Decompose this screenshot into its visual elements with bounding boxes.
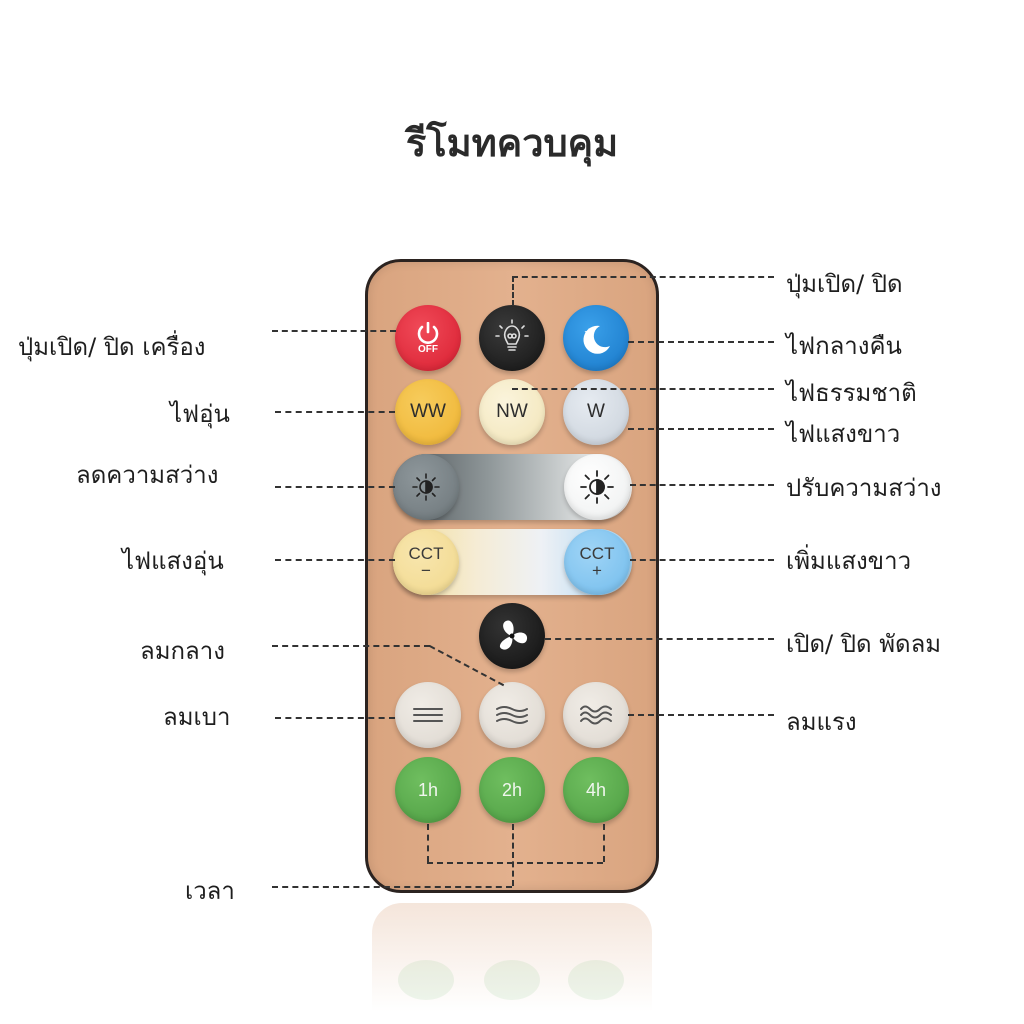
label-device-on-off: ปุ่มเปิด/ ปิด เครื่อง bbox=[18, 333, 206, 361]
callout-line bbox=[275, 559, 395, 561]
label-timer: เวลา bbox=[185, 877, 235, 905]
callout-line bbox=[630, 484, 774, 486]
night-light-button[interactable] bbox=[563, 305, 629, 371]
callout-line bbox=[272, 330, 396, 332]
label-wind-high: ลมแรง bbox=[786, 708, 857, 736]
cct-plus-label: CCT bbox=[579, 544, 615, 563]
callout-line bbox=[512, 388, 774, 390]
callout-line bbox=[628, 341, 774, 343]
cct-plus-button[interactable]: CCT + bbox=[564, 529, 630, 595]
timer-4h-button[interactable]: 4h bbox=[563, 757, 629, 823]
light-toggle-button[interactable] bbox=[479, 305, 545, 371]
dim-button[interactable] bbox=[393, 454, 459, 520]
callout-line bbox=[427, 862, 603, 864]
label-dim: ลดความสว่าง bbox=[76, 461, 219, 489]
cct-minus-label: CCT bbox=[408, 544, 444, 563]
timer-2h-button[interactable]: 2h bbox=[479, 757, 545, 823]
fan-button[interactable] bbox=[479, 603, 545, 669]
warm-white-button[interactable]: WW bbox=[395, 379, 461, 445]
brighten-button[interactable] bbox=[564, 454, 630, 520]
wind-high-icon bbox=[580, 705, 612, 725]
timer-4h-label: 4h bbox=[585, 779, 607, 800]
reflection-dot bbox=[568, 960, 624, 1000]
cct-minus-button[interactable]: CCT − bbox=[393, 529, 459, 595]
remote-reflection bbox=[372, 903, 652, 1024]
callout-line bbox=[512, 824, 514, 886]
label-fan-on-off: เปิด/ ปิด พัดลม bbox=[786, 630, 942, 658]
power-button-label: OFF bbox=[418, 343, 438, 355]
page-title: รีโมทควบคุม bbox=[405, 121, 619, 165]
wind-mid-icon bbox=[496, 706, 528, 724]
label-light-on-off: ปุ่มเปิด/ ปิด bbox=[786, 270, 903, 298]
label-night-light: ไฟกลางคืน bbox=[786, 332, 902, 360]
callout-line bbox=[512, 276, 774, 278]
power-button[interactable]: OFF bbox=[395, 305, 461, 371]
label-more-white: เพิ่มแสงขาว bbox=[786, 547, 912, 575]
callout-line bbox=[545, 638, 774, 640]
reflection-dot bbox=[484, 960, 540, 1000]
label-wind-mid: ลมกลาง bbox=[140, 637, 225, 665]
power-icon bbox=[417, 321, 439, 344]
wind-mid-button[interactable] bbox=[479, 682, 545, 748]
label-warm-light: ไฟอุ่น bbox=[170, 400, 230, 428]
label-white-light: ไฟแสงขาว bbox=[786, 420, 901, 448]
sun-dim-icon bbox=[412, 473, 440, 501]
cct-minus-sign: − bbox=[421, 561, 431, 580]
label-warm-tone: ไฟแสงอุ่น bbox=[122, 547, 224, 575]
label-natural-light: ไฟธรรมชาติ bbox=[786, 379, 917, 407]
callout-line bbox=[427, 824, 429, 862]
cct-plus-sign: + bbox=[592, 561, 602, 580]
label-brighten: ปรับความสว่าง bbox=[786, 474, 942, 502]
timer-1h-label: 1h bbox=[417, 779, 439, 800]
wind-low-button[interactable] bbox=[395, 682, 461, 748]
white-light-button[interactable]: W bbox=[563, 379, 629, 445]
sun-bright-icon bbox=[580, 470, 614, 504]
callout-line bbox=[272, 645, 430, 647]
reflection-dot bbox=[398, 960, 454, 1000]
timer-1h-button[interactable]: 1h bbox=[395, 757, 461, 823]
callout-line bbox=[603, 824, 605, 862]
label-wind-low: ลมเบา bbox=[163, 703, 231, 731]
callout-line bbox=[628, 714, 774, 716]
callout-line bbox=[275, 486, 395, 488]
callout-line bbox=[628, 428, 774, 430]
wind-low-icon bbox=[413, 708, 443, 722]
lightbulb-icon bbox=[495, 319, 529, 351]
timer-2h-label: 2h bbox=[501, 779, 523, 800]
natural-white-button[interactable]: NW bbox=[479, 379, 545, 445]
callout-line bbox=[275, 717, 395, 719]
moon-star-icon bbox=[583, 325, 610, 354]
callout-line bbox=[630, 559, 774, 561]
callout-line bbox=[272, 886, 512, 888]
callout-line bbox=[512, 276, 514, 306]
fan-icon bbox=[499, 620, 528, 650]
wind-high-button[interactable] bbox=[563, 682, 629, 748]
callout-line bbox=[275, 411, 395, 413]
